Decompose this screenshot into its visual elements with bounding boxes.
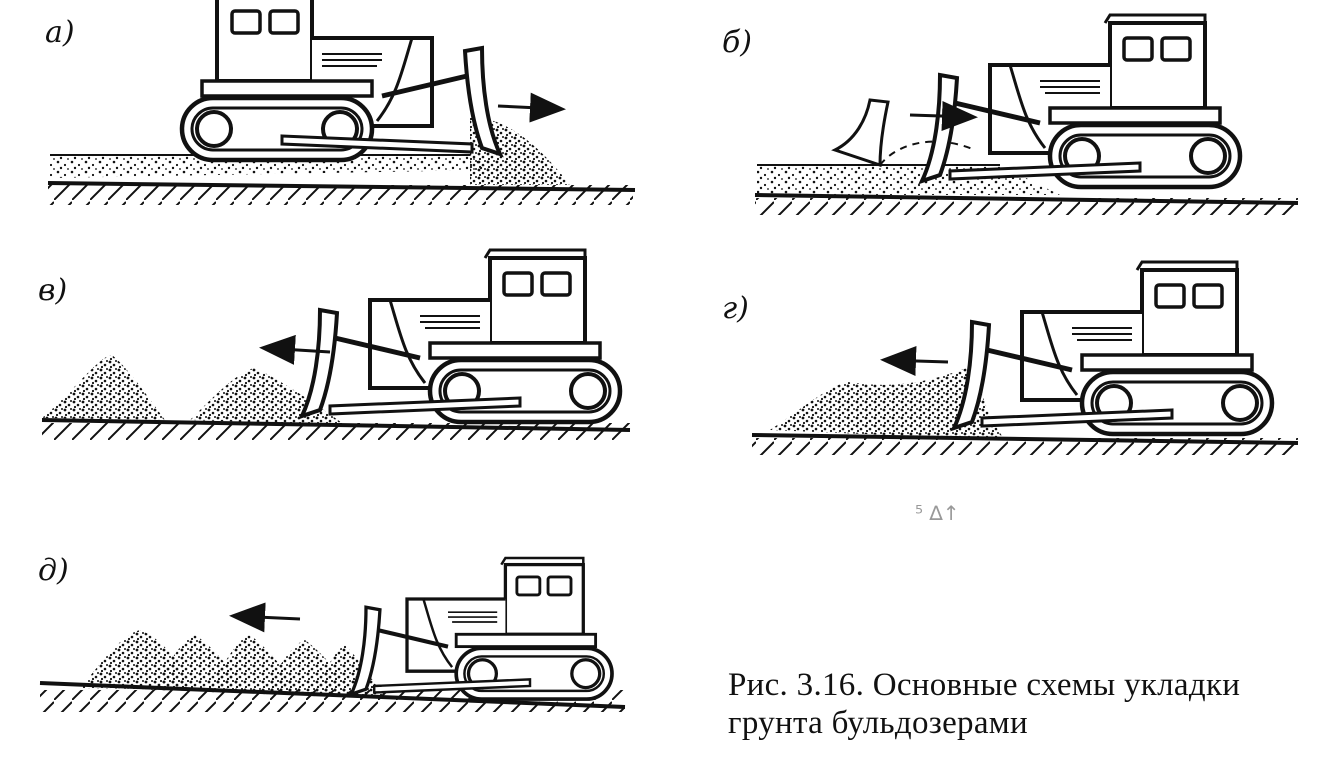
bulldozer — [922, 15, 1240, 187]
caption-line-2: грунта бульдозерами — [728, 705, 1028, 741]
bulldozer — [302, 250, 620, 422]
direction-arrow — [880, 345, 949, 376]
soil-pile — [770, 365, 1005, 440]
ghost-blade — [831, 98, 890, 168]
panel-g — [751, 262, 1312, 475]
direction-arrow — [909, 101, 978, 132]
panel-b — [754, 15, 1315, 235]
bulldozer — [182, 0, 500, 160]
stray-mark: ⁵ ∆↑ — [915, 501, 960, 525]
soil-pile — [42, 355, 165, 420]
panel-a — [47, 0, 648, 225]
soil-layer — [50, 155, 490, 178]
panel-label-v: в) — [38, 273, 67, 308]
direction-arrow — [497, 92, 566, 123]
bulldozer — [954, 262, 1272, 434]
panel-label-a: а) — [45, 15, 75, 50]
panel-d — [39, 558, 640, 737]
direction-arrow — [229, 602, 301, 633]
bulldozer — [351, 558, 612, 699]
caption-line-1: Рис. 3.16. Основные схемы укладки — [728, 667, 1241, 703]
panel-label-d: д) — [38, 553, 69, 588]
direction-arrow — [259, 334, 331, 365]
panel-label-g: г) — [722, 291, 749, 326]
figure-caption: Рис. 3.16. Основные схемы укладки грунта… — [728, 666, 1328, 742]
panel-v — [41, 250, 642, 460]
soil-pile — [470, 117, 570, 185]
panel-label-b: б) — [722, 25, 752, 60]
